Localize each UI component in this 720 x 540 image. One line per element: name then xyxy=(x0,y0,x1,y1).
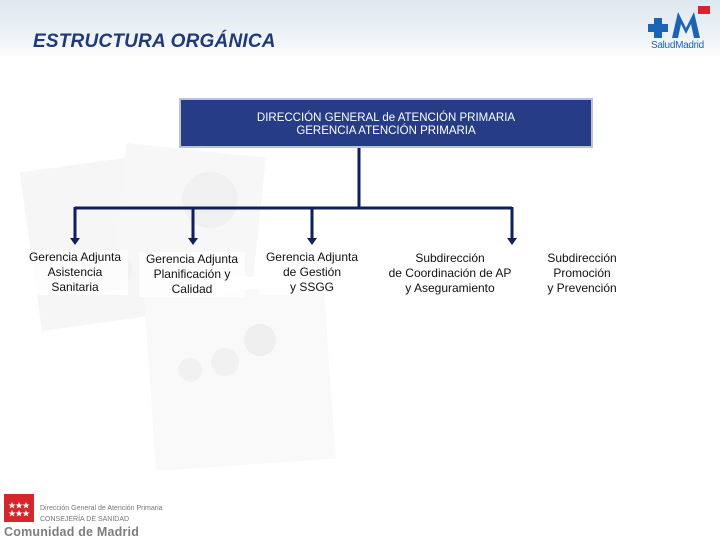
connector-arrow-2 xyxy=(188,238,198,245)
header-band: ESTRUCTURA ORGÁNICA SaludMadrid xyxy=(0,0,720,60)
child-node-line1: Gerencia Adjunta xyxy=(265,250,359,264)
root-node-line2: GERENCIA ATENCIÓN PRIMARIA xyxy=(296,125,476,137)
child-node-line2: Planificación y xyxy=(153,267,231,281)
child-node-line1: Subdirección xyxy=(547,251,617,265)
child-node-planificacion-calidad: Gerencia Adjunta Planificación y Calidad xyxy=(139,252,245,297)
saludmadrid-logo-text: SaludMadrid xyxy=(651,40,704,51)
child-node-line2: de Gestión xyxy=(282,265,342,279)
root-node-line1: DIRECCIÓN GENERAL de ATENCIÓN PRIMARIA xyxy=(256,112,516,124)
root-node-direccion-general: DIRECCIÓN GENERAL de ATENCIÓN PRIMARIA G… xyxy=(179,98,593,148)
child-node-line1: Subdirección xyxy=(415,251,485,265)
footer-department: Dirección General de Atención Primaria xyxy=(40,505,163,512)
child-node-gestion-ssgg: Gerencia Adjunta de Gestión y SSGG xyxy=(259,250,365,295)
saludmadrid-logo-icon xyxy=(648,6,710,38)
child-node-coordinacion-ap: Subdirección de Coordinación de AP y Ase… xyxy=(378,251,522,296)
child-node-line3: Calidad xyxy=(171,282,213,296)
child-node-line2: de Coordinación de AP xyxy=(388,266,512,280)
child-node-line2: Promoción xyxy=(553,266,611,280)
child-node-line3: y SSGG xyxy=(289,280,334,294)
child-node-line1: Gerencia Adjunta xyxy=(145,252,239,266)
connector-arrow-4 xyxy=(507,238,517,245)
page-title: ESTRUCTURA ORGÁNICA xyxy=(33,31,276,52)
child-node-line3: y Aseguramiento xyxy=(405,281,495,295)
comunidad-madrid-flag-icon xyxy=(4,494,34,522)
footer-comunidad-madrid: Comunidad de Madrid xyxy=(4,525,140,539)
connector-arrow-3 xyxy=(307,238,317,245)
child-node-line3: y Prevención xyxy=(547,281,617,295)
child-node-line1: Gerencia Adjunta xyxy=(28,250,122,264)
child-node-promocion-prevencion: Subdirección Promoción y Prevención xyxy=(532,251,632,296)
child-node-asistencia-sanitaria: Gerencia Adjunta Asistencia Sanitaria xyxy=(22,250,128,295)
child-node-line2: Asistencia xyxy=(47,265,103,279)
connector-arrow-1 xyxy=(70,238,80,245)
child-node-line3: Sanitaria xyxy=(51,280,99,294)
footer-consejeria: CONSEJERÍA DE SANIDAD xyxy=(40,516,130,523)
